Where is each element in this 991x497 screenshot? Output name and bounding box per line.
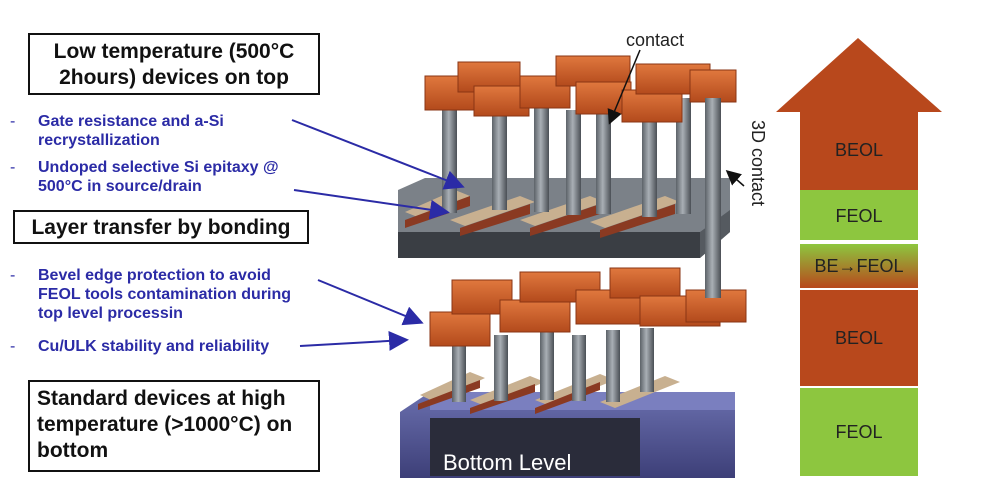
stack-layer-feol-top xyxy=(800,190,918,240)
3d-contact-arrow xyxy=(725,170,745,187)
stack-label-beol-top: BEOL xyxy=(835,140,883,160)
bullet-undoped-epitaxy: - Undoped selective Si epitaxy @ 500°C i… xyxy=(10,158,308,196)
top-devices-line-1: Low temperature (500°C xyxy=(53,40,295,63)
bullet-line: Undoped selective Si epitaxy @ xyxy=(38,159,279,176)
bottom-devices-line-3: bottom xyxy=(37,439,109,462)
bullet-bevel-edge: - Bevel edge protection to avoid FEOL to… xyxy=(10,266,338,323)
bottom-devices-line-1: Standard devices at high xyxy=(37,387,286,410)
top-devices-box: Low temperature (500°C 2hours) devices o… xyxy=(28,33,320,95)
top-copper-blocks xyxy=(424,55,737,123)
bottom-pillars xyxy=(452,328,654,402)
3d-contact-label: 3D contact xyxy=(748,120,768,206)
stack-layer-feol-bottom xyxy=(800,388,918,476)
bottom-devices-line-2: temperature (>1000°C) on xyxy=(37,413,293,436)
bullet-dash: - xyxy=(10,267,16,284)
contact-label: contact xyxy=(626,30,684,50)
stack-label-feol-bottom: FEOL xyxy=(835,422,882,442)
stack-layer-be-feol xyxy=(800,244,918,288)
bullet-line: top level processin xyxy=(38,305,183,322)
bottom-substrate-dark xyxy=(430,418,640,476)
top-devices-line-2: 2hours) devices on top xyxy=(59,66,289,89)
bullet-dash: - xyxy=(10,159,16,176)
layer-stack: BEOL FEOL BE→FEOL BEOL FEOL xyxy=(776,38,942,476)
stack-label-beol-bottom: BEOL xyxy=(835,328,883,348)
top-level-structure xyxy=(398,55,737,258)
stack-arrow-head xyxy=(776,38,942,112)
bullet-dash: - xyxy=(10,338,16,355)
3d-contact-pillar xyxy=(705,98,721,298)
bullet-line: 500°C in source/drain xyxy=(38,178,202,195)
bullet-line: recrystallization xyxy=(38,132,160,149)
bullet-line: Bevel edge protection to avoid xyxy=(38,267,271,284)
bullet-line: Cu/ULK stability and reliability xyxy=(38,338,270,355)
layer-transfer-label: Layer transfer by bonding xyxy=(31,216,291,239)
bottom-level-structure: Bottom Level xyxy=(400,267,747,478)
cu-ulk-pointer-arrow xyxy=(299,330,409,351)
gate-pointer-arrow xyxy=(291,119,465,190)
stack-layer-beol-bottom xyxy=(800,290,918,386)
bullet-dash: - xyxy=(10,113,16,130)
contact-arrow xyxy=(607,49,641,125)
bottom-copper-blocks xyxy=(429,267,747,347)
layer-transfer-box: Layer transfer by bonding xyxy=(13,210,309,244)
bevel-pointer-arrow xyxy=(317,279,424,326)
bottom-level-label: Bottom Level xyxy=(443,450,571,475)
stack-label-feol-top: FEOL xyxy=(835,206,882,226)
bullet-line: Gate resistance and a-Si xyxy=(38,113,224,130)
bullet-line: FEOL tools contamination during xyxy=(38,286,292,303)
bottom-devices-box: Standard devices at high temperature (>1… xyxy=(28,380,320,472)
stack-label-be-feol: BE→FEOL xyxy=(814,256,903,276)
stack-layer-beol-top xyxy=(800,110,918,190)
bullet-cu-ulk: - Cu/ULK stability and reliability xyxy=(10,337,338,356)
epitaxy-pointer-arrow xyxy=(293,189,450,220)
bullet-gate-resistance: - Gate resistance and a-Si recrystalliza… xyxy=(10,112,298,150)
